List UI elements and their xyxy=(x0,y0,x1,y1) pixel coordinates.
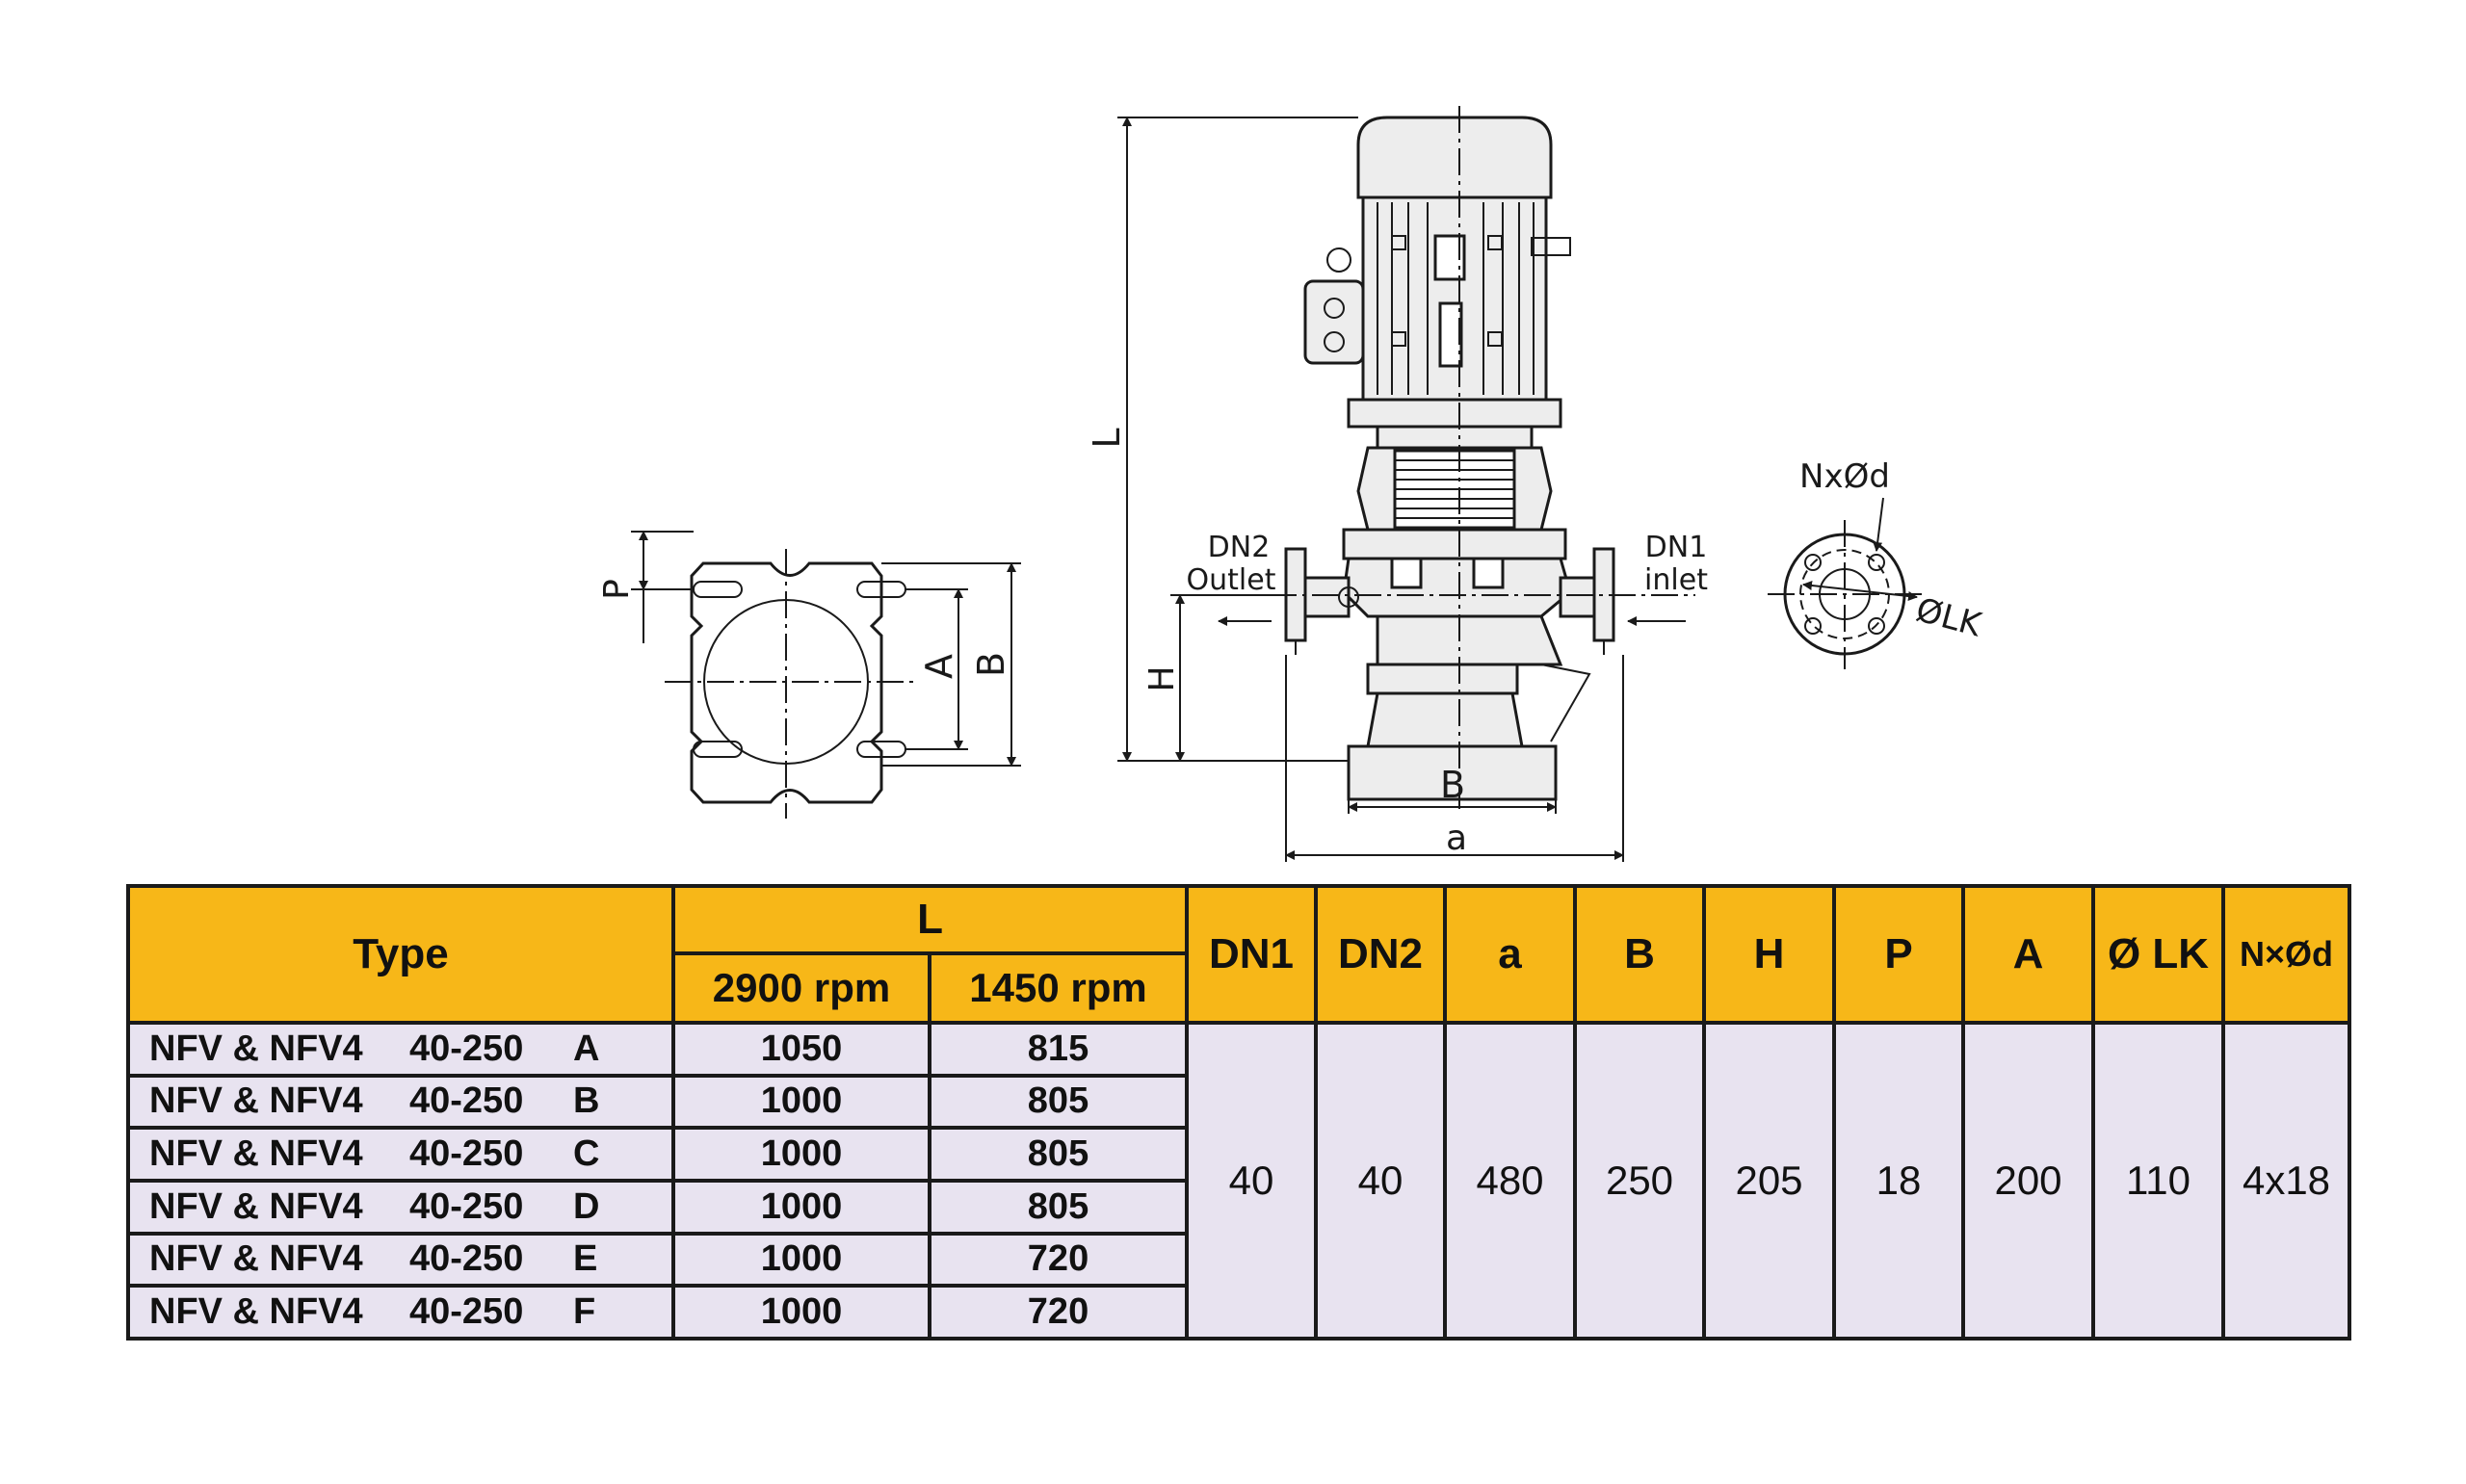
header-p: P xyxy=(1832,884,1966,1025)
b-dimension-label: B xyxy=(970,652,1012,677)
header-rpm-1450: 1450 rpm xyxy=(927,951,1190,1025)
lk-value: 110 xyxy=(2091,1021,2226,1341)
dn1-label: DN1 xyxy=(1645,531,1708,564)
header-a: a xyxy=(1443,884,1578,1025)
l-dimension-label: L xyxy=(1086,428,1128,448)
a-width-dimension-label: a xyxy=(1446,819,1467,858)
nxd-value: 4x18 xyxy=(2221,1021,2352,1341)
header-a-upper: A xyxy=(1961,884,2096,1025)
table-row: NFV & NFV4 40-250 C 1000 805 xyxy=(126,1126,2349,1183)
table-row: NFV & NFV4 40-250 A 1050 815 40 40 480 250… xyxy=(126,1021,2352,1341)
flange-bolt-circle-view: NxØd ØLK xyxy=(1768,457,1987,669)
series-text: NFV & NFV4 xyxy=(149,1238,363,1280)
p-dimension-label: P xyxy=(597,579,637,600)
l-2900-cell: 1000 xyxy=(671,1284,931,1341)
header-b: B xyxy=(1573,884,1707,1025)
table-row: NFV & NFV4 40-250 E 1000 720 xyxy=(126,1231,2349,1289)
dn2-value: 40 xyxy=(1314,1021,1448,1341)
size-text: 40-250 xyxy=(409,1185,524,1227)
pump-side-view: L H DN2 Outlet DN1 inlet B a xyxy=(1086,106,1708,862)
b-value: 250 xyxy=(1573,1021,1707,1341)
table-row: NFV & NFV4 40-250 F 1000 720 xyxy=(126,1284,2349,1341)
series-text: NFV & NFV4 xyxy=(149,1133,363,1175)
pump-dimension-drawing: P A B xyxy=(597,106,1987,862)
outlet-label: Outlet xyxy=(1187,563,1276,597)
l-1450-cell: 720 xyxy=(927,1284,1190,1341)
size-text: 40-250 xyxy=(409,1291,524,1333)
series-text: NFV & NFV4 xyxy=(149,1028,363,1069)
size-text: 40-250 xyxy=(409,1028,524,1069)
l-2900-cell: 1000 xyxy=(671,1231,931,1289)
header-rpm-2900: 2900 rpm xyxy=(671,951,931,1025)
l-2900-cell: 1000 xyxy=(671,1178,931,1236)
variant-text: E xyxy=(573,1238,598,1280)
flange-plate-view: P A B xyxy=(597,531,1021,819)
a-upper-value: 200 xyxy=(1961,1021,2096,1341)
variant-text: B xyxy=(573,1080,600,1122)
header-dn2: DN2 xyxy=(1314,884,1448,1025)
l-2900-cell: 1000 xyxy=(671,1073,931,1131)
header-l: L xyxy=(670,884,1190,955)
size-text: 40-250 xyxy=(409,1080,524,1122)
type-cell: NFV & NFV4 40-250 A xyxy=(126,1021,675,1078)
dimension-table: Type L DN1 DN2 a B H P A Ø LK N×Ød 2900 … xyxy=(126,884,2352,1341)
dn1-value: 40 xyxy=(1185,1021,1319,1341)
l-1450-cell: 805 xyxy=(927,1126,1190,1183)
header-type: Type xyxy=(126,884,675,1025)
h-value: 205 xyxy=(1702,1021,1837,1341)
variant-text: D xyxy=(573,1185,600,1227)
l-1450-cell: 805 xyxy=(927,1178,1190,1236)
size-text: 40-250 xyxy=(409,1238,524,1280)
inlet-label: inlet xyxy=(1644,563,1708,597)
series-text: NFV & NFV4 xyxy=(149,1080,363,1122)
l-1450-cell: 720 xyxy=(927,1231,1190,1289)
dn2-label: DN2 xyxy=(1208,531,1271,564)
type-cell: NFV & NFV4 40-250 E xyxy=(126,1231,675,1289)
header-nxd: N×Ød xyxy=(2221,884,2352,1025)
series-text: NFV & NFV4 xyxy=(149,1185,363,1227)
type-cell: NFV & NFV4 40-250 B xyxy=(126,1073,675,1131)
type-cell: NFV & NFV4 40-250 D xyxy=(126,1178,675,1236)
table-row: NFV & NFV4 40-250 B 1000 805 xyxy=(126,1073,2349,1131)
type-cell: NFV & NFV4 40-250 F xyxy=(126,1284,675,1341)
nxd-label: NxØd xyxy=(1799,457,1890,496)
size-text: 40-250 xyxy=(409,1133,524,1175)
motor-cooling-fins xyxy=(1377,202,1535,395)
b-base-dimension-label: B xyxy=(1440,764,1465,806)
p-value: 18 xyxy=(1832,1021,1966,1341)
h-dimension-label: H xyxy=(1142,665,1182,691)
series-text: NFV & NFV4 xyxy=(149,1291,363,1333)
variant-text: A xyxy=(573,1028,600,1069)
l-1450-cell: 815 xyxy=(927,1021,1190,1078)
header-h: H xyxy=(1702,884,1837,1025)
lk-label: ØLK xyxy=(1912,590,1987,645)
variant-text: F xyxy=(573,1291,596,1333)
l-1450-cell: 805 xyxy=(927,1073,1190,1131)
header-lk: Ø LK xyxy=(2091,884,2226,1025)
header-dn1: DN1 xyxy=(1185,884,1319,1025)
l-2900-cell: 1050 xyxy=(671,1021,931,1078)
table-row: NFV & NFV4 40-250 D 1000 805 xyxy=(126,1178,2349,1236)
a-dimension-label: A xyxy=(918,654,960,679)
coupling-guard xyxy=(1393,449,1516,530)
l-2900-cell: 1000 xyxy=(671,1126,931,1183)
type-cell: NFV & NFV4 40-250 C xyxy=(126,1126,675,1183)
a-value: 480 xyxy=(1443,1021,1578,1341)
variant-text: C xyxy=(573,1133,600,1175)
